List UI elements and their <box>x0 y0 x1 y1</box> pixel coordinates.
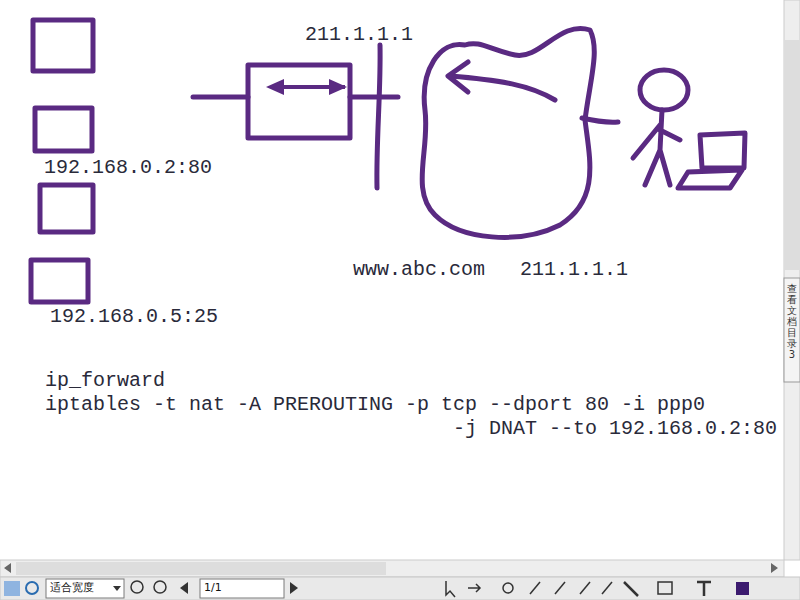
host-box <box>40 185 93 232</box>
pen-tool <box>530 582 540 594</box>
zoom-icon <box>154 581 166 593</box>
host-address: 192.168.0.2:80 <box>44 158 212 178</box>
scroll-arrows <box>4 563 778 573</box>
computer-keyboard <box>678 170 742 188</box>
person-head <box>640 70 688 110</box>
horizontal-scrollbar <box>0 560 784 577</box>
scroll-thumb <box>785 40 799 270</box>
page-number: 1/1 <box>204 582 222 593</box>
arrow-head <box>266 79 284 95</box>
prev-page <box>180 582 188 594</box>
domain-name: www.abc.com <box>353 260 485 280</box>
command-line: -j DNAT --to 192.168.0.2:80 <box>453 419 777 439</box>
toolbar <box>0 577 800 600</box>
line-tool <box>624 582 638 596</box>
person-body <box>633 110 680 185</box>
zoom-icon <box>131 581 143 593</box>
text-tool <box>697 582 711 596</box>
pointer-tool <box>446 581 455 597</box>
router-arrow <box>266 79 347 95</box>
highlight-tool <box>602 582 612 594</box>
color-tool <box>736 582 749 595</box>
target-tool <box>503 583 513 593</box>
toolbar-icon <box>4 581 20 596</box>
internet-cloud <box>422 28 594 237</box>
scroll-thumb <box>16 562 386 575</box>
interface-line <box>377 45 380 188</box>
host-box <box>35 108 92 151</box>
wire <box>350 95 398 100</box>
ip-address: 211.1.1.1 <box>520 260 628 280</box>
wire <box>582 118 618 122</box>
arrow-head <box>329 79 347 95</box>
page-input <box>200 579 284 598</box>
marker-tool <box>580 582 590 594</box>
arrow-head <box>448 62 468 92</box>
command-line: iptables -t nat -A PREROUTING -p tcp --d… <box>45 395 705 415</box>
host-box <box>31 260 88 302</box>
command-line: ip_forward <box>45 371 165 391</box>
toolbar-icon <box>26 582 38 594</box>
wire <box>193 95 248 100</box>
side-tab <box>784 278 800 382</box>
arrow-tool <box>468 584 480 592</box>
host-address: 192.168.0.5:25 <box>50 307 218 327</box>
zoom-select-text: 适合宽度 <box>50 582 94 593</box>
host-box <box>33 20 93 71</box>
eraser-tool <box>555 582 565 594</box>
zoom-select <box>46 579 124 598</box>
computer-screen <box>700 133 745 168</box>
next-page <box>290 582 298 594</box>
router-box <box>248 65 350 138</box>
ip-address: 211.1.1.1 <box>305 25 413 45</box>
dropdown-arrow <box>113 586 121 591</box>
rect-tool <box>658 582 672 594</box>
side-tab-text: 查看文档 目录 3 <box>787 283 797 360</box>
vertical-scrollbar <box>784 0 800 560</box>
